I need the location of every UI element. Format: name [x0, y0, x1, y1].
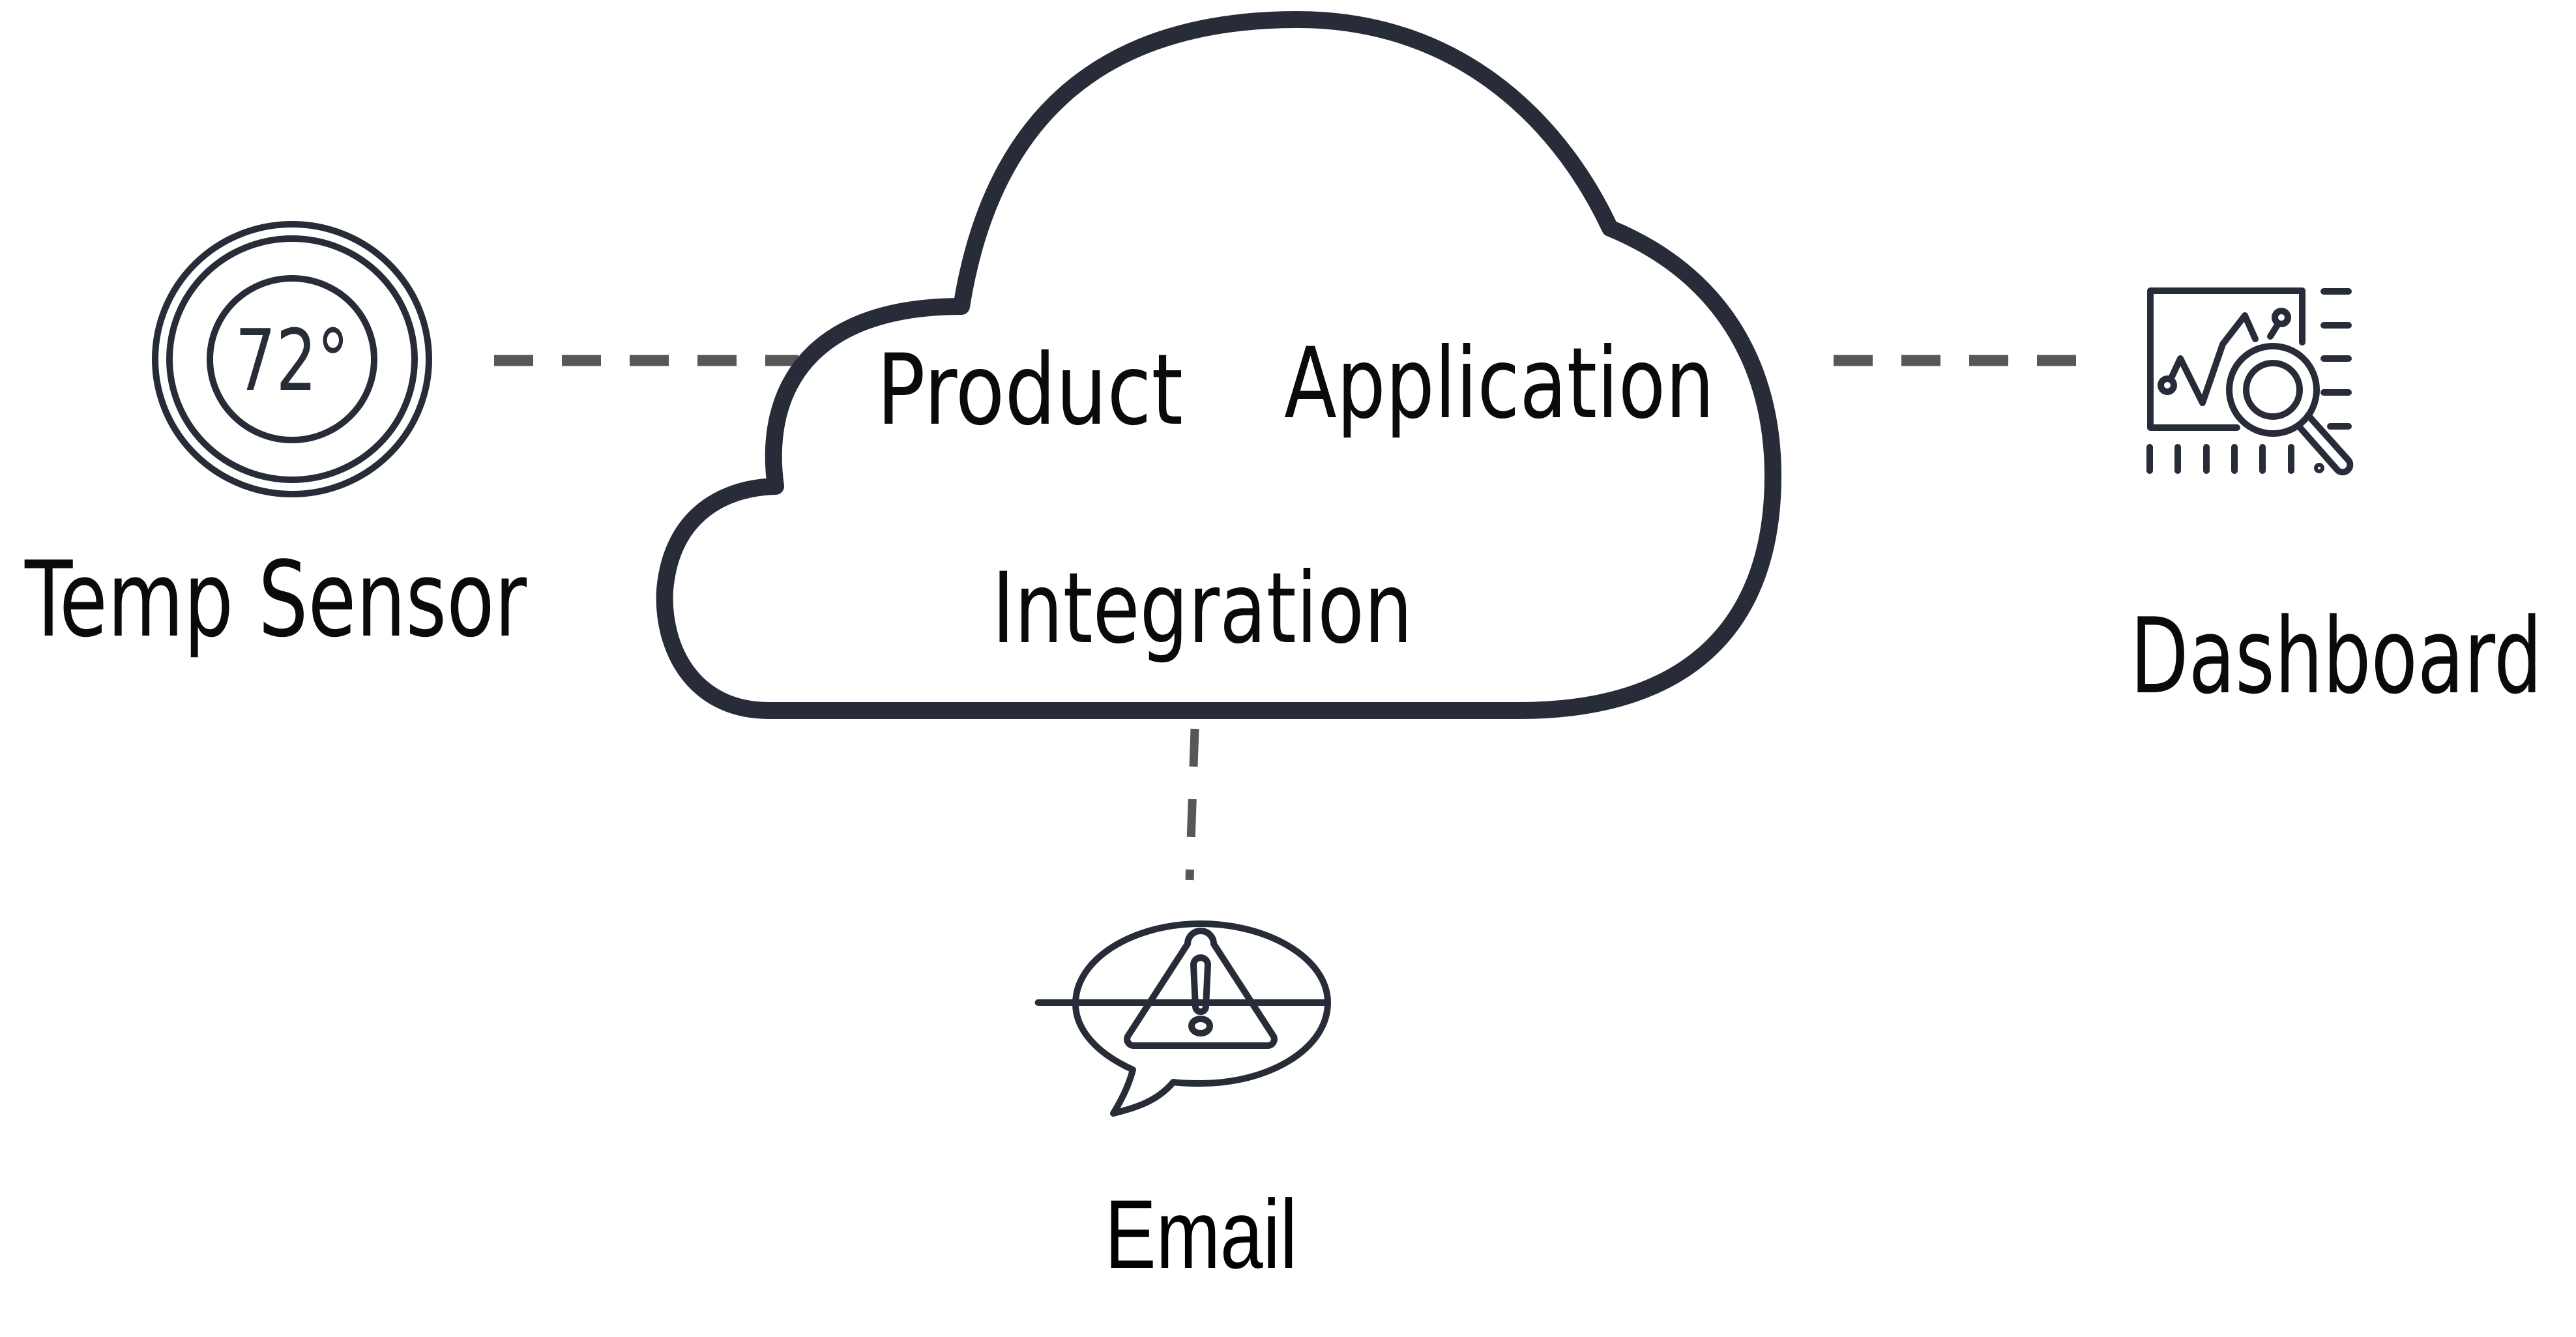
connector-cloud-to-email [1185, 728, 1199, 881]
cloud-platform: Product Application Integration [656, 11, 1781, 719]
thermostat-reading: 72° [235, 311, 349, 410]
email-label: Email [1105, 1179, 1297, 1289]
cloud-label-integration: Integration [992, 552, 1412, 666]
cloud-label-application: Application [1284, 327, 1714, 441]
cloud-label-product: Product [877, 334, 1183, 447]
temp-sensor-node: 72° Temp Sensor [24, 221, 527, 660]
thermostat-icon: 72° [152, 221, 432, 497]
dashboard-label: Dashboard [2130, 595, 2542, 717]
warning-speech-bubble-icon [1034, 920, 1331, 1117]
email-node: Email [1034, 920, 1331, 1289]
analytics-dashboard-icon [2146, 287, 2354, 476]
cloud-shape [656, 11, 1781, 719]
dashboard-node: Dashboard [2130, 287, 2542, 717]
temp-sensor-label: Temp Sensor [24, 538, 527, 660]
